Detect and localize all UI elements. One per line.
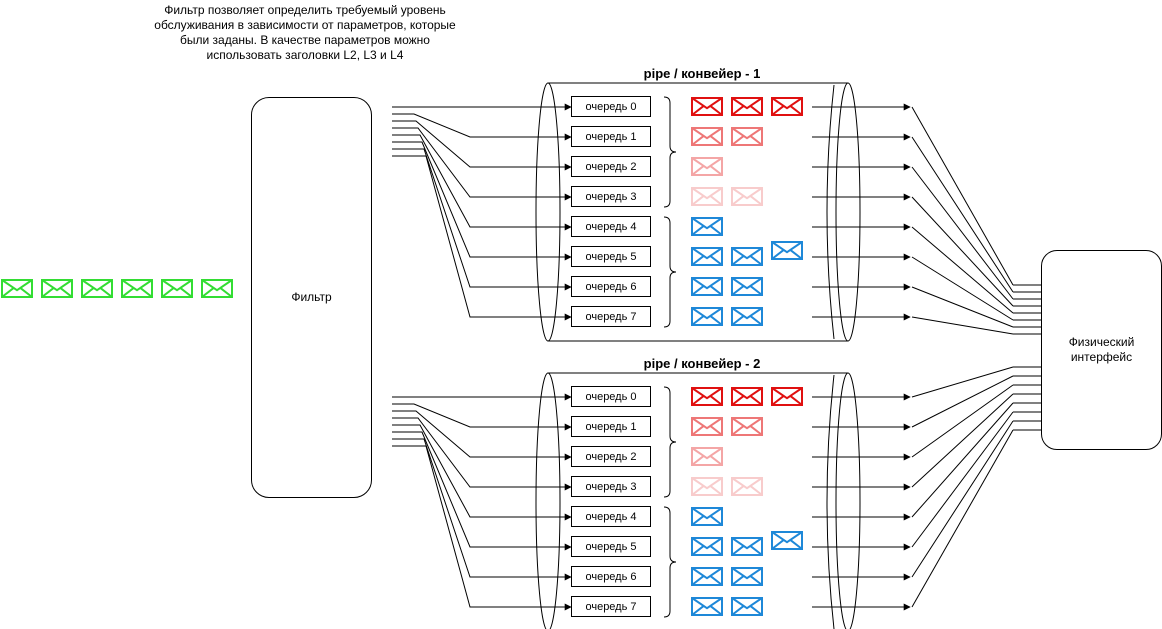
- queued-message-icon: [691, 277, 723, 296]
- queued-message-icon: [731, 387, 763, 406]
- queue-group-brace: [663, 216, 677, 328]
- to-interface-line: [911, 136, 1014, 293]
- queued-message-icon: [731, 567, 763, 586]
- queued-message-icon: [771, 97, 803, 116]
- to-interface-line: [911, 226, 1014, 314]
- queued-message-icon: [691, 217, 723, 236]
- queued-message-icon: [731, 187, 763, 206]
- pipe-2-queue-6-box: очередь 6: [571, 566, 651, 587]
- filter-label: Фильтр: [291, 290, 332, 304]
- filter-to-queue-arrow: [392, 445, 572, 611]
- incoming-message-icon: [121, 279, 153, 298]
- to-interface-line: [911, 316, 1014, 335]
- queued-message-icon: [691, 537, 723, 556]
- pipe-2-queue-2-box: очередь 2: [571, 446, 651, 467]
- queued-message-icon: [691, 417, 723, 436]
- queued-message-icon: [771, 531, 803, 550]
- queued-message-icon: [731, 277, 763, 296]
- queued-message-icon: [691, 97, 723, 116]
- to-interface-line: [911, 286, 1014, 328]
- queued-message-icon: [731, 537, 763, 556]
- pipe-2-queue-7-box: очередь 7: [571, 596, 651, 617]
- filter-to-queue-arrow: [392, 148, 572, 291]
- queued-message-icon: [691, 157, 723, 176]
- filter-to-queue-arrow: [392, 410, 572, 461]
- to-interface-line: [911, 429, 1014, 608]
- queued-message-icon: [691, 307, 723, 326]
- queued-message-icon: [691, 127, 723, 146]
- queued-message-icon: [691, 597, 723, 616]
- queue-group-brace: [663, 96, 677, 208]
- filter-to-queue-arrow: [392, 403, 572, 431]
- queued-message-icon: [731, 597, 763, 616]
- pipe-2-queue-5-box: очередь 5: [571, 536, 651, 557]
- pipe-2-queue-3-box: очередь 3: [571, 476, 651, 497]
- incoming-message-icon: [201, 279, 233, 298]
- filter-to-queue-arrow: [392, 438, 572, 581]
- physical-interface-box: Физический интерфейс: [1041, 250, 1162, 450]
- pipe-2-title: pipe / конвейер - 2: [643, 356, 761, 371]
- queued-message-icon: [691, 507, 723, 526]
- filter-to-queue-arrow: [392, 431, 572, 551]
- to-interface-line: [911, 411, 1014, 548]
- pipe-2-queue-1-box: очередь 1: [571, 416, 651, 437]
- pipe-1-queue-6-box: очередь 6: [571, 276, 651, 297]
- filter-to-queue-arrow: [392, 113, 572, 141]
- incoming-message-icon: [161, 279, 193, 298]
- filter-to-queue-arrow: [392, 417, 572, 491]
- queue-group-brace: [663, 506, 677, 618]
- queued-message-icon: [731, 97, 763, 116]
- to-interface-line: [911, 420, 1014, 578]
- filter-description-note: Фильтр позволяет определить требуемый ур…: [154, 3, 456, 62]
- filter-to-queue-arrow: [392, 120, 572, 171]
- queued-message-icon: [771, 241, 803, 260]
- pipe-1-queue-4-box: очередь 4: [571, 216, 651, 237]
- queue-group-brace: [663, 386, 677, 498]
- pipe-2-queue-0-box: очередь 0: [571, 386, 651, 407]
- pipe-2-queue-4-box: очередь 4: [571, 506, 651, 527]
- filter-to-queue-arrow: [392, 141, 572, 261]
- queued-message-icon: [691, 567, 723, 586]
- to-interface-line: [911, 375, 1014, 428]
- pipe-1-cylinder: [535, 82, 861, 342]
- filter-to-queue-arrow: [392, 134, 572, 231]
- filter-to-queue-arrow: [392, 155, 572, 321]
- physical-interface-label: Физический интерфейс: [1068, 335, 1135, 364]
- queued-message-icon: [731, 307, 763, 326]
- queued-message-icon: [731, 477, 763, 496]
- pipe-1-queue-3-box: очередь 3: [571, 186, 651, 207]
- queued-message-icon: [691, 447, 723, 466]
- queued-message-icon: [731, 247, 763, 266]
- pipe-1-queue-5-box: очередь 5: [571, 246, 651, 267]
- to-interface-line: [911, 196, 1014, 307]
- to-interface-line: [911, 393, 1014, 488]
- filter-to-queue-arrow: [392, 127, 572, 201]
- pipe-1-queue-0-box: очередь 0: [571, 96, 651, 117]
- to-interface-line: [911, 166, 1014, 300]
- queued-message-icon: [691, 187, 723, 206]
- to-interface-line: [911, 402, 1014, 518]
- incoming-message-icon: [41, 279, 73, 298]
- queued-message-icon: [731, 417, 763, 436]
- queued-message-icon: [691, 387, 723, 406]
- incoming-message-icon: [81, 279, 113, 298]
- incoming-message-icon: [1, 279, 33, 298]
- filter-to-queue-arrow: [392, 424, 572, 521]
- pipe-2-cylinder: [535, 372, 861, 629]
- to-interface-line: [911, 384, 1014, 458]
- pipe-1-queue-2-box: очередь 2: [571, 156, 651, 177]
- queued-message-icon: [771, 387, 803, 406]
- filter-box: Фильтр: [251, 97, 372, 498]
- to-interface-line: [911, 256, 1014, 321]
- pipe-1-queue-7-box: очередь 7: [571, 306, 651, 327]
- pipe-1-title: pipe / конвейер - 1: [643, 66, 761, 81]
- queued-message-icon: [731, 127, 763, 146]
- queued-message-icon: [691, 477, 723, 496]
- to-interface-line: [911, 106, 1014, 286]
- to-interface-line: [911, 366, 1014, 398]
- queued-message-icon: [691, 247, 723, 266]
- pipe-1-queue-1-box: очередь 1: [571, 126, 651, 147]
